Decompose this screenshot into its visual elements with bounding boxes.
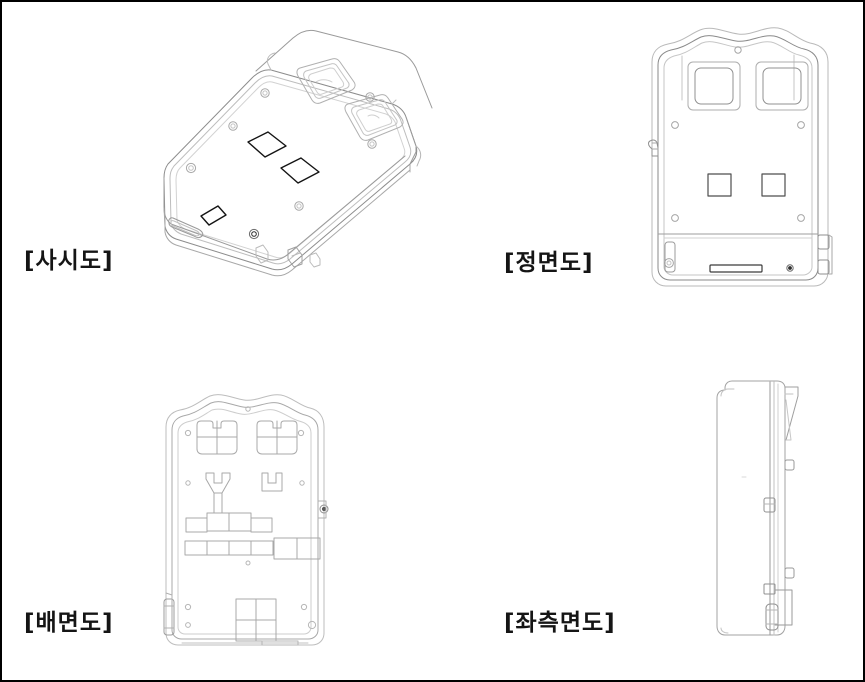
figure-left-side-view bbox=[694, 370, 834, 650]
caption-rear-view: [배면도] bbox=[24, 610, 114, 636]
caption-left-side-view: [좌측면도] bbox=[504, 610, 616, 636]
caption-front-view: [정면도] bbox=[504, 250, 594, 276]
figure-front-view bbox=[638, 22, 853, 292]
caption-isometric-view: [사시도] bbox=[24, 248, 114, 274]
figure-rear-view bbox=[152, 387, 352, 652]
figure-isometric-view bbox=[140, 16, 433, 291]
